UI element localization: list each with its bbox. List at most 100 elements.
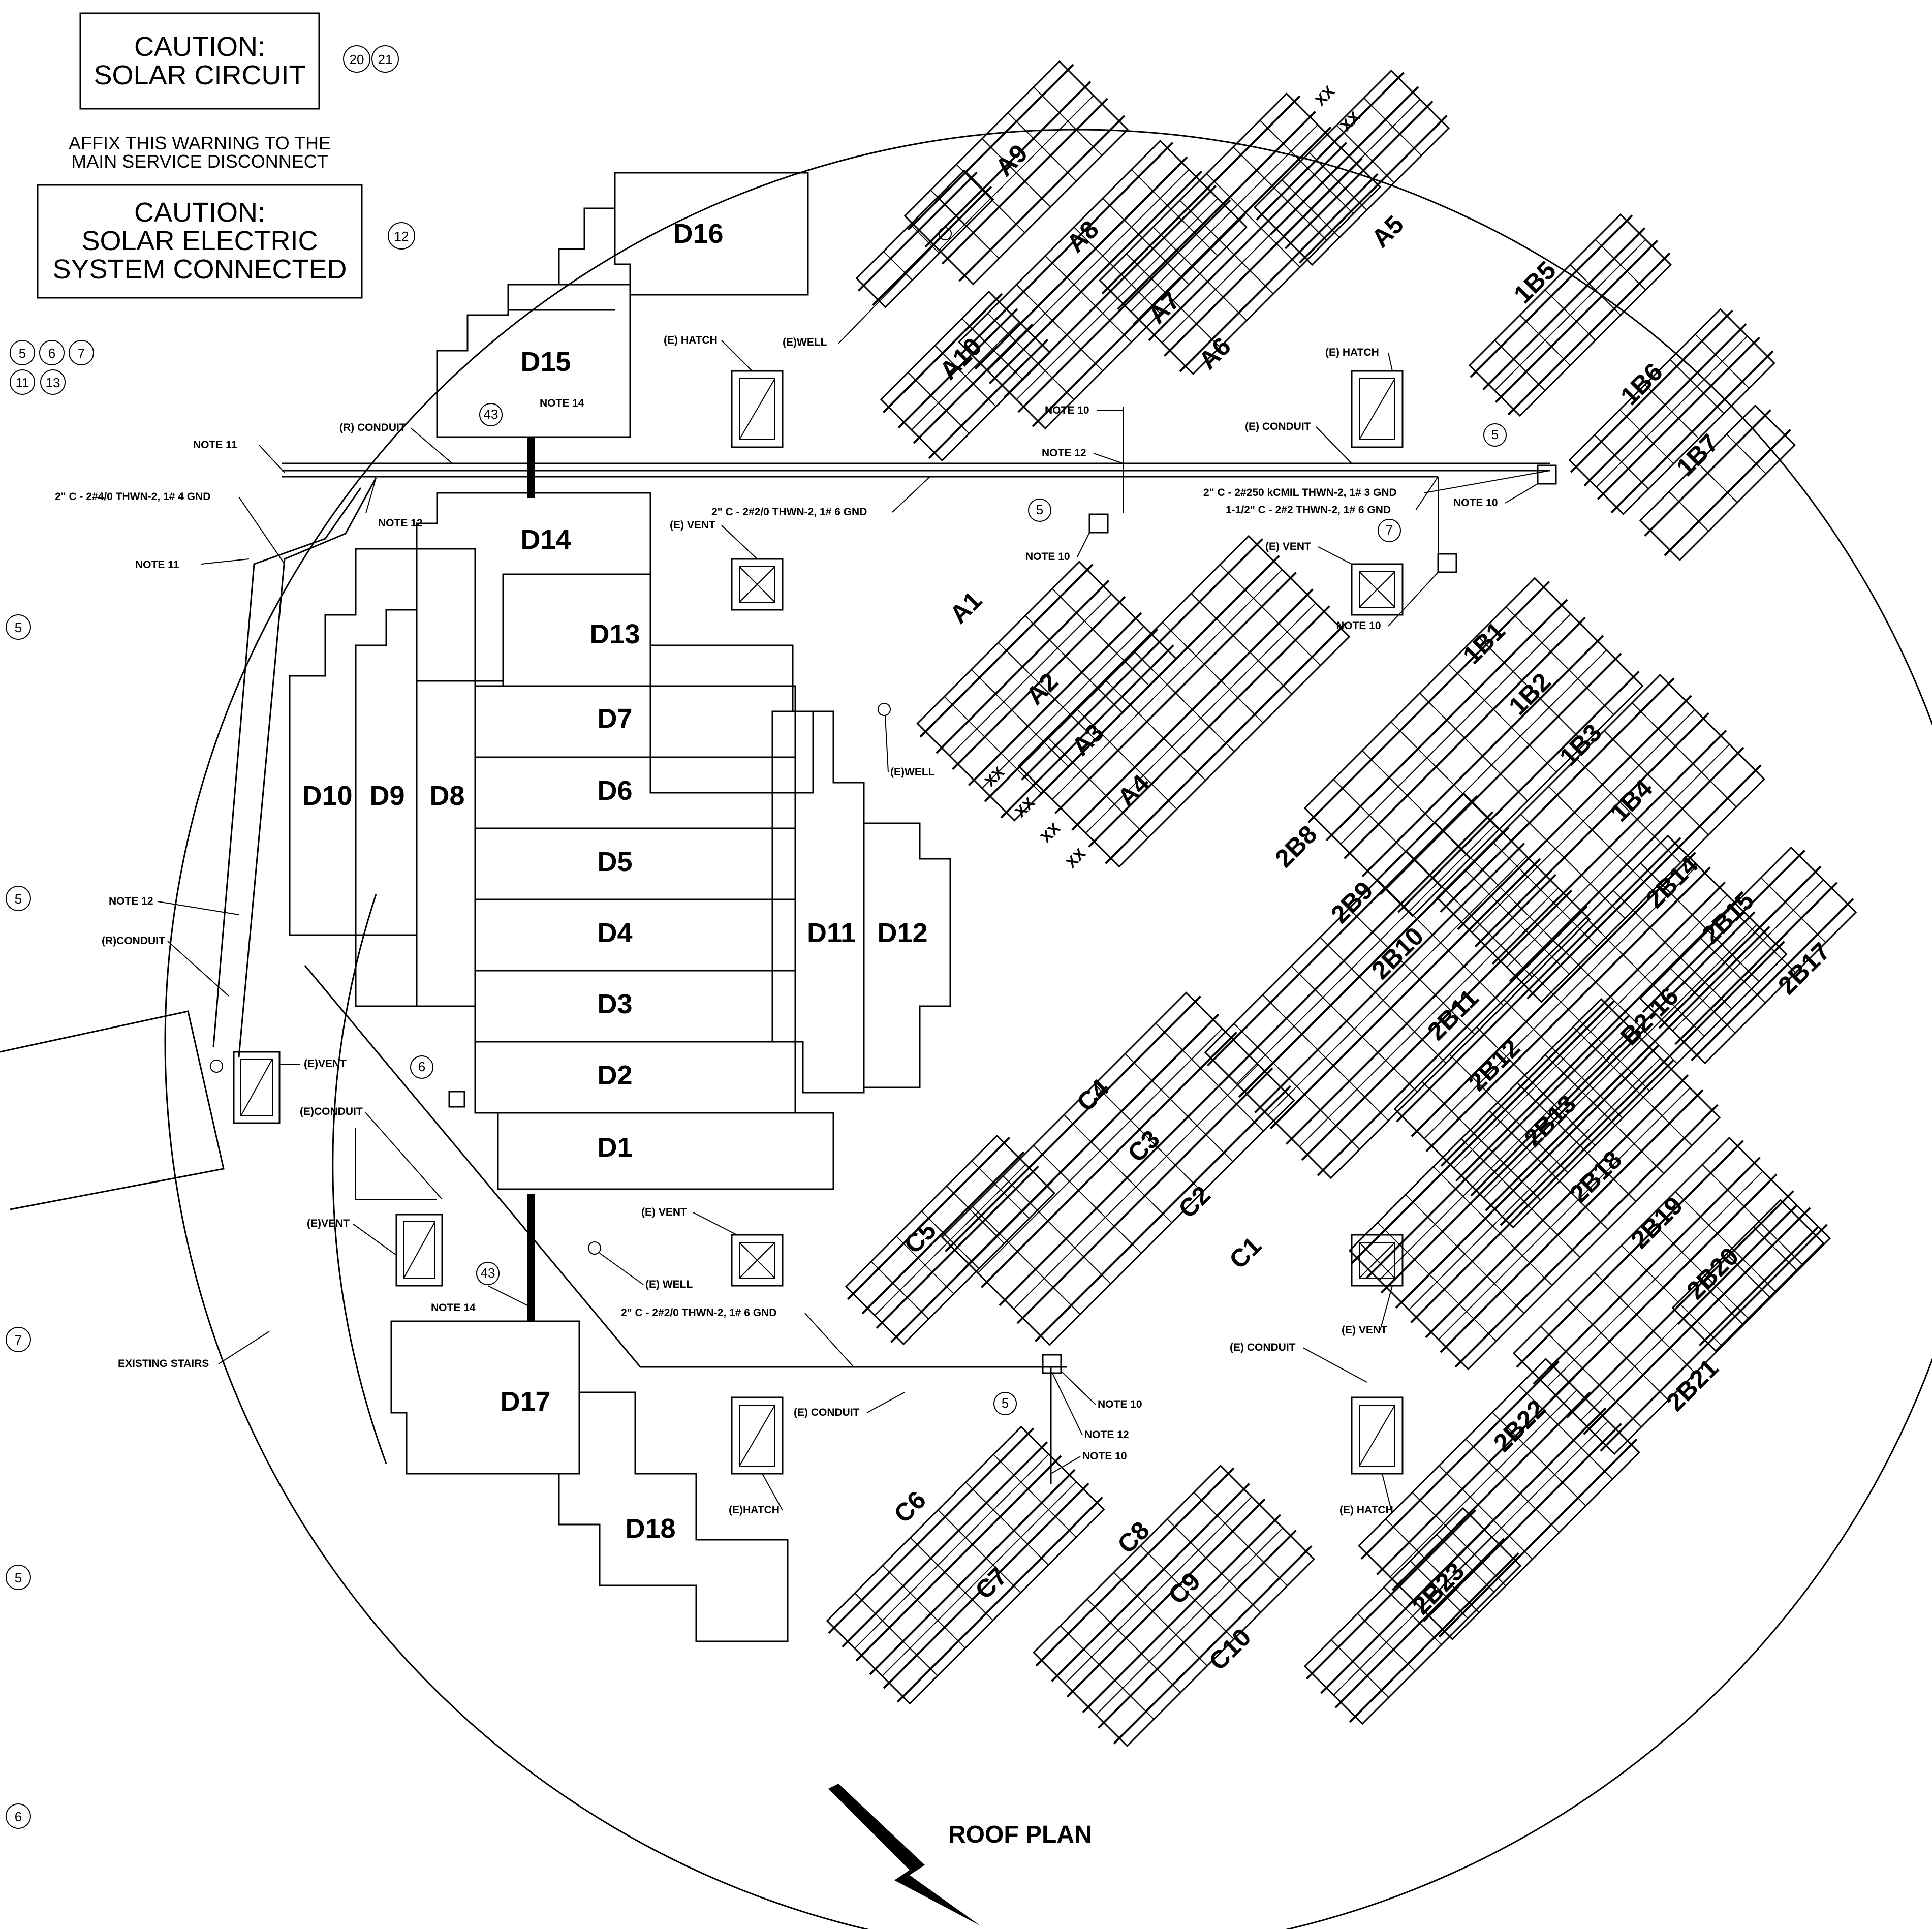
caution-solar-circuit-label — [79, 12, 320, 110]
svg-text:5: 5 — [15, 891, 22, 907]
svg-text:5: 5 — [1491, 427, 1499, 442]
svg-text:(E)VENT: (E)VENT — [304, 1058, 347, 1070]
svg-text:6: 6 — [48, 346, 55, 361]
solar-panel-block — [1204, 792, 1591, 1179]
svg-text:D7: D7 — [597, 703, 632, 734]
svg-text:(E) HATCH: (E) HATCH — [1325, 347, 1379, 358]
svg-text:13: 13 — [46, 375, 60, 390]
vent-icon — [1351, 563, 1404, 616]
junction-box — [1437, 553, 1457, 573]
svg-text:11: 11 — [16, 375, 29, 390]
svg-text:(E) CONDUIT: (E) CONDUIT — [794, 1407, 860, 1418]
svg-text:NOTE 10: NOTE 10 — [1098, 1398, 1142, 1410]
margin-ref-bubbles: 5 5 7 5 6 — [6, 614, 31, 1829]
svg-text:(E)VENT: (E)VENT — [307, 1218, 350, 1229]
ref-bubble — [371, 45, 399, 73]
side-ref-bubbles: 5 6 7 11 13 — [10, 340, 94, 395]
svg-text:NOTE 12: NOTE 12 — [1084, 1429, 1129, 1441]
svg-text:(E) WELL: (E) WELL — [645, 1279, 693, 1290]
svg-text:NOTE 12: NOTE 12 — [378, 517, 423, 529]
svg-text:5: 5 — [1036, 502, 1043, 517]
svg-text:2" C - 2#2/0 THWN-2, 1# 6 GND: 2" C - 2#2/0 THWN-2, 1# 6 GND — [621, 1307, 776, 1319]
svg-text:NOTE 14: NOTE 14 — [540, 397, 584, 409]
svg-text:1-1/2" C - 2#2 THWN-2, 1# 6 GN: 1-1/2" C - 2#2 THWN-2, 1# 6 GND — [1226, 504, 1391, 516]
svg-text:20: 20 — [350, 52, 364, 67]
svg-text:2B17: 2B17 — [1772, 937, 1835, 1000]
caution-top-line2: SOLAR CIRCUIT — [94, 60, 305, 90]
solar-panel-block — [845, 1134, 1056, 1346]
svg-text:D4: D4 — [597, 918, 632, 948]
svg-text:D11: D11 — [807, 918, 856, 948]
svg-text:D13: D13 — [589, 619, 640, 649]
junction-box — [1537, 464, 1557, 485]
svg-text:NOTE 12: NOTE 12 — [109, 895, 153, 907]
svg-text:XX: XX — [1063, 845, 1089, 872]
svg-text:A5: A5 — [1366, 210, 1409, 253]
svg-text:D6: D6 — [597, 775, 632, 806]
svg-text:1B7: 1B7 — [1671, 428, 1724, 481]
svg-text:(E) VENT: (E) VENT — [670, 519, 715, 531]
solar-panel-block — [1671, 1199, 1825, 1352]
svg-text:D2: D2 — [597, 1060, 632, 1091]
svg-text:NOTE 11: NOTE 11 — [193, 439, 237, 451]
svg-text:21: 21 — [378, 52, 393, 67]
svg-text:B2-16: B2-16 — [1615, 982, 1684, 1051]
svg-text:(R) CONDUIT: (R) CONDUIT — [339, 422, 406, 433]
svg-text:A4: A4 — [1112, 769, 1155, 812]
svg-text:A3: A3 — [1066, 718, 1109, 761]
parapet-arc — [332, 894, 387, 1464]
svg-text:2" C - 2#250 kCMIL THWN-2, 1#: 2" C - 2#250 kCMIL THWN-2, 1# 3 GND — [1203, 487, 1397, 499]
solar-panel-block — [826, 1425, 1105, 1705]
vent-icon — [731, 558, 784, 611]
svg-text:XX: XX — [1012, 794, 1039, 821]
svg-text:5: 5 — [15, 620, 22, 635]
svg-text:6: 6 — [15, 1809, 22, 1824]
svg-text:NOTE 10: NOTE 10 — [1336, 620, 1381, 632]
solar-panel-block — [1348, 998, 1721, 1371]
svg-text:(E) VENT: (E) VENT — [641, 1206, 687, 1218]
svg-text:(E) HATCH: (E) HATCH — [1339, 1504, 1393, 1516]
ref-bubble — [388, 222, 415, 250]
svg-text:(E)CONDUIT: (E)CONDUIT — [300, 1106, 363, 1117]
solar-panel-block — [1017, 535, 1351, 868]
hatch-icon — [731, 1396, 784, 1475]
roof-penetrations — [210, 227, 1404, 1475]
solar-panel-arrays — [826, 60, 1857, 1747]
ref-bubble — [343, 45, 370, 73]
svg-text:D16: D16 — [673, 219, 723, 249]
svg-text:5: 5 — [19, 346, 26, 361]
svg-text:1B3: 1B3 — [1554, 718, 1607, 771]
svg-text:C1: C1 — [1224, 1231, 1267, 1274]
svg-text:2" C - 2#4/0 THWN-2, 1# 4 GND: 2" C - 2#4/0 THWN-2, 1# 4 GND — [55, 491, 210, 503]
svg-text:NOTE 10: NOTE 10 — [1045, 405, 1089, 416]
svg-text:C9: C9 — [1163, 1567, 1206, 1610]
svg-text:(E) CONDUIT: (E) CONDUIT — [1245, 421, 1311, 432]
solar-panel-block — [1393, 834, 1788, 1229]
svg-text:D18: D18 — [625, 1513, 675, 1544]
solar-panel-block — [1468, 213, 1672, 417]
svg-text:6: 6 — [418, 1059, 425, 1074]
affix-note-line1: AFFIX THIS WARNING TO THE — [69, 133, 331, 153]
callouts: (R) CONDUIT NOTE 14 43 NOTE 11 2" C - 2#… — [55, 238, 1550, 1516]
svg-text:A1: A1 — [944, 586, 987, 629]
svg-text:2B14: 2B14 — [1640, 851, 1703, 914]
well-icon — [588, 1241, 601, 1255]
solar-panel-block — [941, 991, 1295, 1346]
svg-text:43: 43 — [481, 1265, 495, 1281]
roof-zone-labels: D16 D15 D14 D13 D7 D6 D5 D4 D3 D2 D1 D10… — [302, 219, 927, 1544]
svg-text:(R)CONDUIT: (R)CONDUIT — [102, 935, 165, 947]
hatch-icon — [1351, 1396, 1404, 1475]
junction-box — [1042, 1354, 1062, 1374]
svg-text:(E)HATCH: (E)HATCH — [729, 1504, 780, 1516]
svg-text:NOTE 10: NOTE 10 — [1025, 551, 1070, 563]
svg-text:1B6: 1B6 — [1615, 357, 1668, 410]
svg-text:C4: C4 — [1071, 1074, 1114, 1117]
svg-text:2B10: 2B10 — [1366, 922, 1429, 985]
svg-text:D1: D1 — [597, 1132, 632, 1163]
svg-text:NOTE 14: NOTE 14 — [431, 1302, 476, 1314]
drawing-title: ROOF PLAN — [948, 1821, 1092, 1848]
svg-text:2B8: 2B8 — [1269, 820, 1322, 873]
svg-text:2B13: 2B13 — [1518, 1090, 1581, 1153]
hatch-icon — [1351, 370, 1404, 448]
svg-text:7: 7 — [78, 346, 85, 361]
